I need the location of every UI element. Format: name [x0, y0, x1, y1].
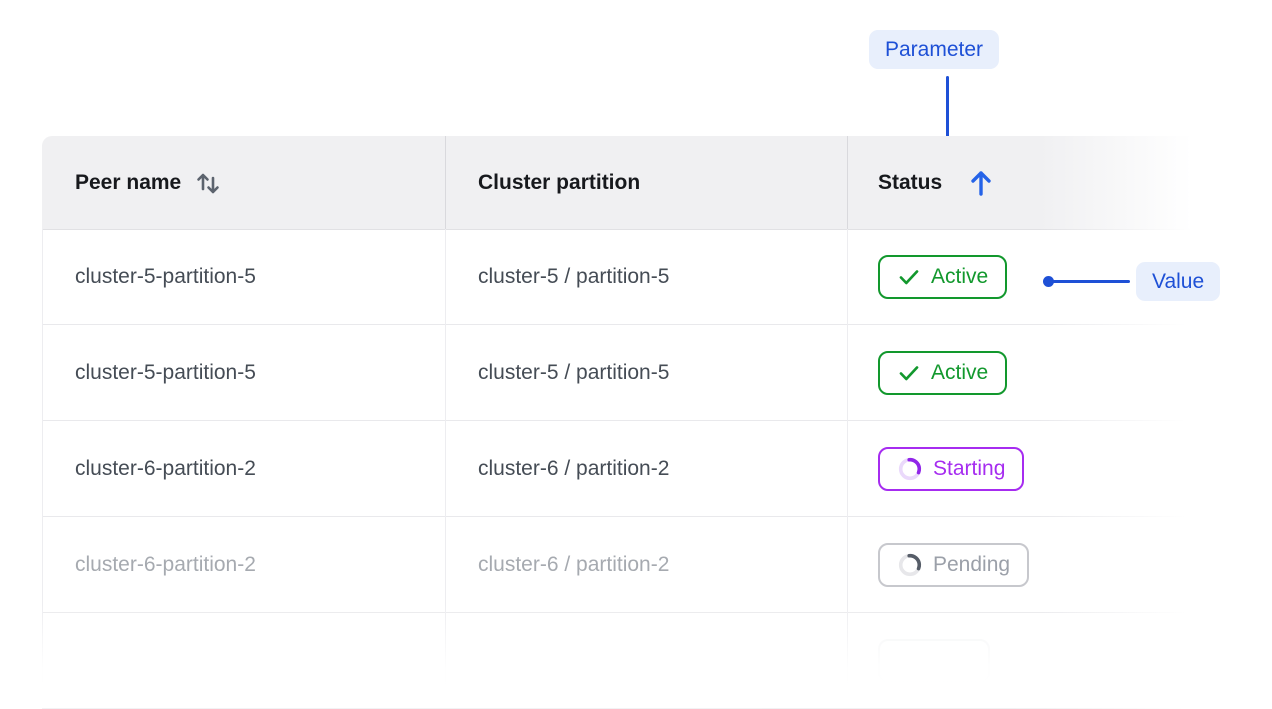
status-cell: Active	[847, 325, 1272, 421]
peers-table: Peer name Cluster partition Status clust…	[42, 136, 1272, 709]
body-column-divider	[847, 229, 848, 688]
cluster-partition-cell	[445, 613, 847, 709]
column-header-cluster-partition[interactable]: Cluster partition	[445, 136, 847, 229]
status-badge-label: Pending	[933, 553, 1011, 576]
header-divider	[42, 229, 1272, 230]
table-header-row: Peer name Cluster partition Status	[42, 136, 1272, 229]
status-cell	[847, 613, 1272, 709]
row-divider	[42, 324, 1272, 325]
cluster-partition-cell: cluster-6 / partition-2	[478, 553, 670, 576]
parameter-connector-line	[946, 76, 949, 153]
peer-name-cell: cluster-5-partition-5	[75, 265, 256, 288]
table-row: cluster-5-partition-5 cluster-5 / partiti…	[42, 325, 1272, 421]
value-connector-line	[1052, 280, 1130, 283]
status-cell: Pending	[847, 517, 1272, 613]
status-badge-label: Starting	[933, 457, 1006, 480]
body-column-divider	[445, 229, 446, 688]
peer-name-cell: cluster-5-partition-5	[75, 361, 256, 384]
status-header-label: Status	[878, 170, 943, 194]
column-header-peer-name[interactable]: Peer name	[42, 136, 445, 229]
header-column-divider	[445, 136, 446, 229]
cluster-partition-cell: cluster-5 / partition-5	[478, 265, 670, 288]
status-badge-pending: Pending	[878, 543, 1030, 587]
column-header-status[interactable]: Status	[847, 136, 1272, 229]
peer-name-cell	[42, 613, 445, 709]
status-badge-ghost	[878, 639, 990, 683]
table-row	[42, 613, 1272, 709]
peer-name-cell: cluster-6-partition-2	[75, 457, 256, 480]
parameter-callout-pill: Parameter	[869, 30, 1000, 69]
status-badge-label: Active	[931, 265, 989, 288]
check-icon	[897, 265, 921, 289]
row-divider	[42, 420, 1272, 421]
value-connector-dot	[1043, 276, 1054, 287]
status-badge-active: Active	[878, 351, 1008, 395]
spinner-icon	[897, 552, 923, 578]
status-cell: Starting	[847, 421, 1272, 517]
status-badge-starting: Starting	[878, 447, 1025, 491]
table-row: cluster-6-partition-2 cluster-6 / partiti…	[42, 517, 1272, 613]
body-left-border	[42, 229, 43, 688]
spinner-icon	[897, 456, 923, 482]
table-row: cluster-5-partition-5 cluster-5 / partiti…	[42, 229, 1272, 325]
table-row: cluster-6-partition-2 cluster-6 / partiti…	[42, 421, 1272, 517]
peer-name-header-label: Peer name	[75, 170, 182, 194]
status-cell: Active	[847, 229, 1272, 325]
status-badge-active: Active	[878, 255, 1008, 299]
cluster-partition-cell: cluster-5 / partition-5	[478, 361, 670, 384]
cluster-partition-header-label: Cluster partition	[478, 170, 641, 194]
status-badge-label: Active	[931, 361, 989, 384]
header-column-divider	[847, 136, 848, 229]
value-callout-pill: Value	[1136, 262, 1221, 301]
table-body: cluster-5-partition-5 cluster-5 / partiti…	[42, 229, 1272, 709]
row-divider	[42, 516, 1272, 517]
check-icon	[897, 361, 921, 385]
sort-ascending-arrow-icon[interactable]	[968, 167, 994, 199]
peer-name-cell: cluster-6-partition-2	[75, 553, 256, 576]
cluster-partition-cell: cluster-6 / partition-2	[478, 457, 670, 480]
sort-up-down-icon[interactable]	[195, 168, 222, 198]
